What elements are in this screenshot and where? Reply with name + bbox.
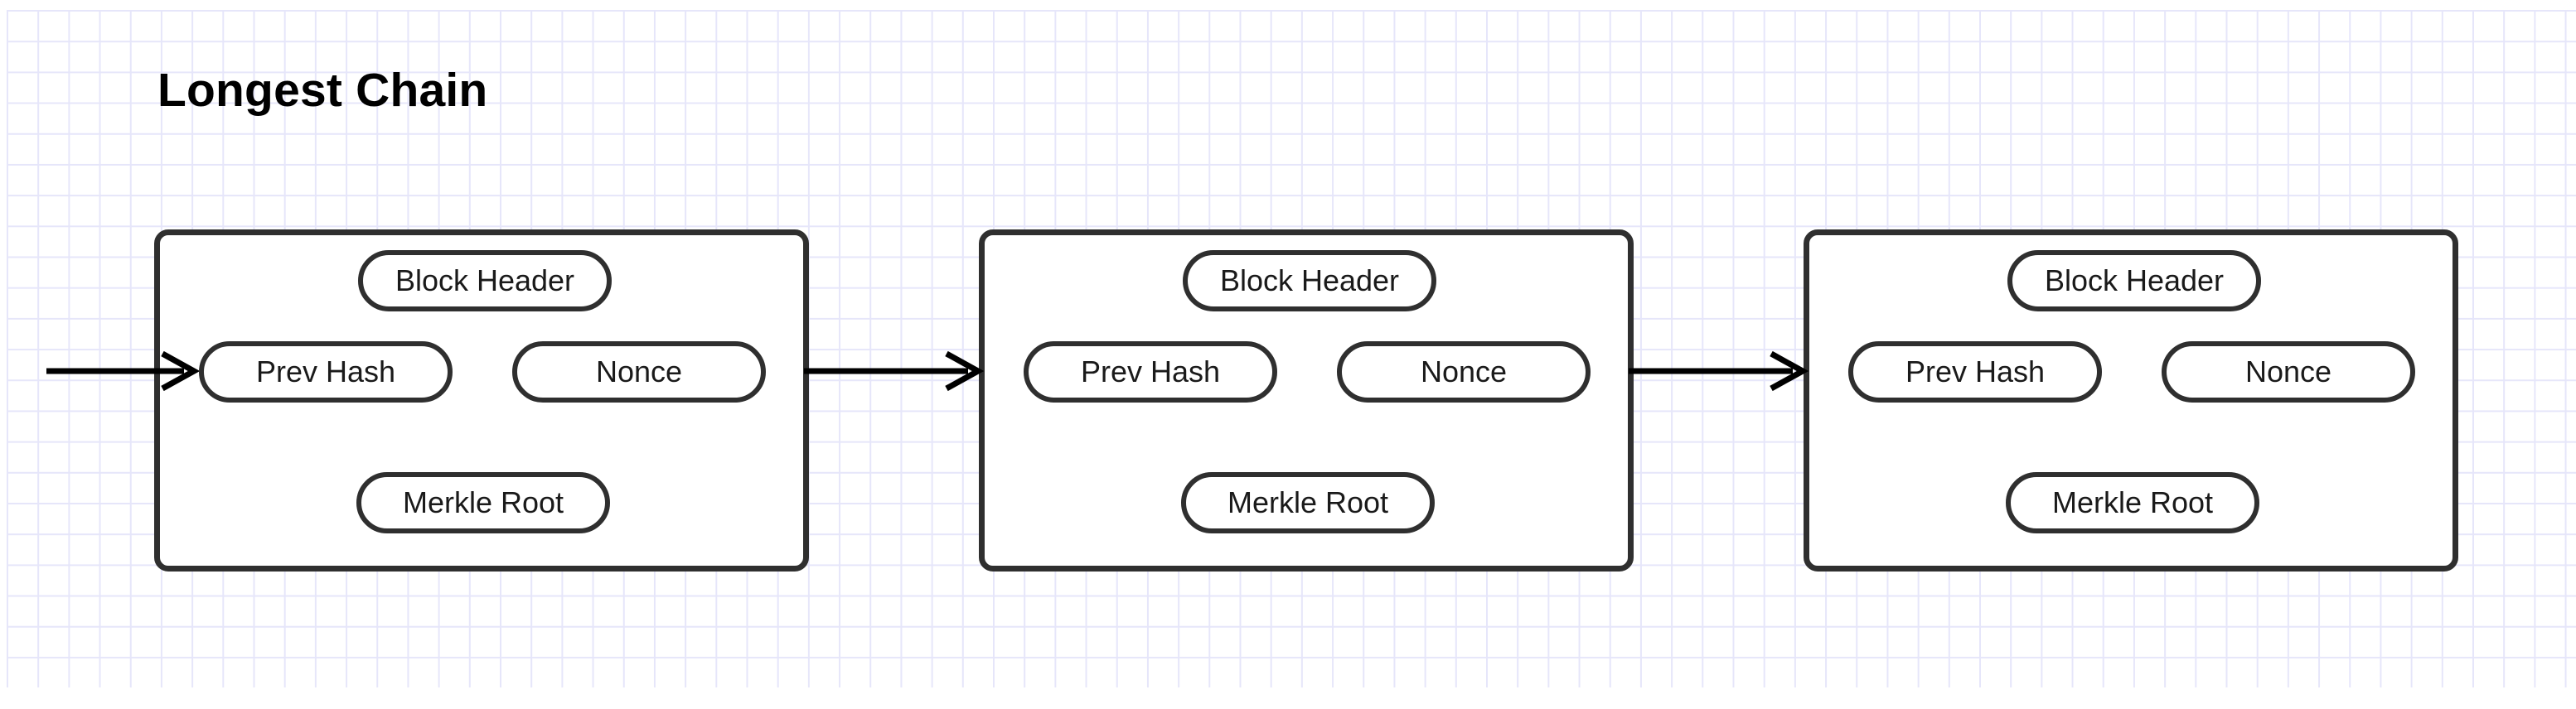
block-1-prev-hash-pill[interactable]: Prev Hash: [199, 341, 453, 403]
grid-edge-mask-top: [0, 0, 2576, 10]
block-3[interactable]: Block Header Prev Hash Nonce Merkle Root: [1804, 229, 2458, 572]
block-2-nonce-pill[interactable]: Nonce: [1337, 341, 1591, 403]
connector-arrow-into-block-1: [46, 345, 204, 397]
grid-edge-mask-left: [0, 0, 7, 709]
connector-arrow-block-2-to-block-3: [1629, 345, 1813, 397]
block-2-merkle-root-pill[interactable]: Merkle Root: [1181, 472, 1435, 533]
block-1-merkle-root-pill[interactable]: Merkle Root: [356, 472, 610, 533]
page-title: Longest Chain: [157, 64, 488, 117]
block-1-header-pill[interactable]: Block Header: [358, 250, 612, 311]
grid-edge-mask-bottom: [0, 687, 2576, 709]
block-1[interactable]: Block Header Prev Hash Nonce Merkle Root: [154, 229, 809, 572]
block-3-nonce-pill[interactable]: Nonce: [2162, 341, 2415, 403]
block-2-header-pill[interactable]: Block Header: [1183, 250, 1436, 311]
block-2[interactable]: Block Header Prev Hash Nonce Merkle Root: [979, 229, 1634, 572]
block-3-merkle-root-pill[interactable]: Merkle Root: [2006, 472, 2259, 533]
block-3-prev-hash-pill[interactable]: Prev Hash: [1848, 341, 2102, 403]
block-1-nonce-pill[interactable]: Nonce: [512, 341, 766, 403]
block-3-header-pill[interactable]: Block Header: [2007, 250, 2261, 311]
block-2-prev-hash-pill[interactable]: Prev Hash: [1024, 341, 1277, 403]
connector-arrow-block-1-to-block-2: [804, 345, 988, 397]
